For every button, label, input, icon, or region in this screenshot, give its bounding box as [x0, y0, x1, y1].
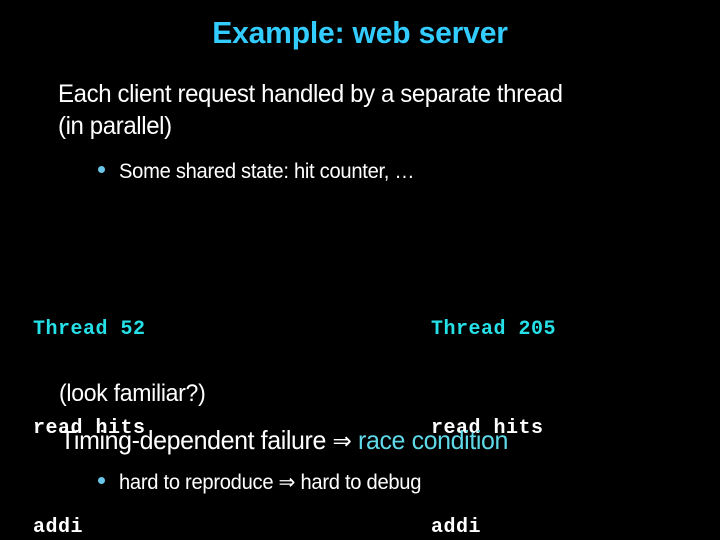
page-title: Example: web server [212, 15, 508, 50]
implies-arrow-icon: ⇒ [332, 427, 352, 455]
code-note-look-familiar: (look familiar?) [59, 380, 206, 407]
code-block-thread-205: Thread 205 read hits addi write hits [431, 247, 556, 540]
code-header-thread-52: Thread 52 [33, 318, 146, 341]
bullet-item-hard-to-debug: hard to reproduce ⇒ hard to debug [98, 470, 434, 496]
code-block-thread-52: Thread 52 read hits addi write hits [33, 247, 158, 540]
bullet-item-shared-state: Some shared state: hit counter, … [98, 159, 427, 185]
conclusion-accent: race condition [358, 425, 509, 455]
bullet-item-label: Some shared state: hit counter, … [119, 160, 415, 183]
bullet-dot-icon [98, 166, 105, 173]
bullet-dot-icon [98, 477, 105, 484]
code-line: addi [33, 516, 84, 539]
code-line: addi [431, 516, 482, 539]
body-line-2: (in parallel) [58, 112, 172, 140]
code-line: read hits [33, 417, 146, 440]
conclusion-prefix: Timing-dependent failure [60, 425, 326, 455]
bullet-item-label: hard to reproduce ⇒ hard to debug [119, 471, 422, 494]
code-line: read hits [431, 417, 544, 440]
code-header-thread-205: Thread 205 [431, 318, 557, 341]
conclusion-line: Timing-dependent failure ⇒ race conditio… [60, 424, 508, 457]
body-line-1: Each client request handled by a separat… [58, 80, 563, 108]
